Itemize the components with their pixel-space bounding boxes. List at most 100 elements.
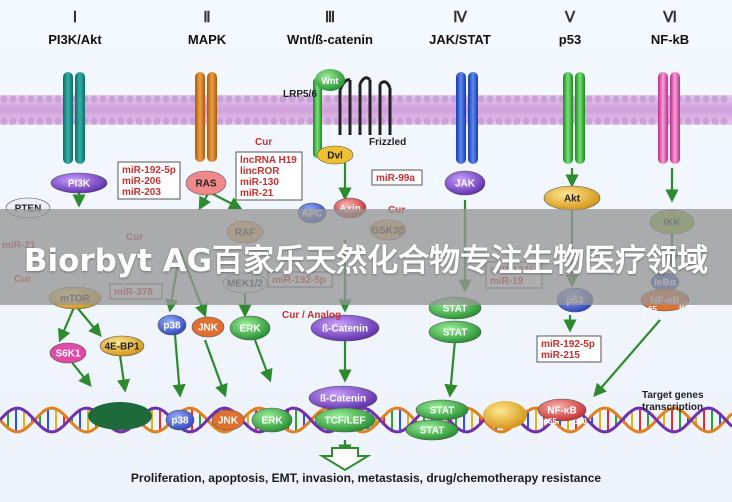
membrane-bead: [36, 117, 44, 125]
membrane-bead: [297, 95, 305, 103]
membrane-bead: [144, 95, 152, 103]
membrane-bead: [450, 117, 458, 125]
membrane-bead: [450, 95, 458, 103]
membrane-bead: [621, 117, 629, 125]
membrane-bead: [486, 95, 494, 103]
membrane-bead: [360, 117, 368, 125]
beta-catenin-dna-node: ß-Catenin: [308, 385, 378, 411]
receptor-jak-stat: [456, 72, 478, 164]
mirna-label: miR-206: [122, 176, 161, 187]
membrane-bead: [522, 95, 530, 103]
membrane-bead: [135, 117, 143, 125]
dna-complex-blob: [483, 401, 527, 429]
pathway-number: Ⅲ: [325, 9, 335, 26]
node-label: ERK: [239, 324, 261, 335]
node-label: NF-κB: [547, 406, 576, 417]
receptor-frizzled: [338, 76, 392, 135]
wnt-label: Wnt: [322, 76, 339, 86]
nfkb-dna-node: NF-κB: [537, 398, 587, 422]
node-shape: [405, 419, 459, 441]
membrane-bead: [90, 95, 98, 103]
node-label: STAT: [443, 304, 468, 315]
pathway-number: Ⅴ: [564, 9, 576, 26]
node-shape: [99, 335, 145, 357]
membrane-bead: [279, 95, 287, 103]
mirna-box-frame: [536, 335, 602, 363]
membrane-bead: [603, 95, 611, 103]
membrane-bead: [279, 117, 287, 125]
membrane-bead: [189, 117, 197, 125]
target-genes-label: Target genes transcription: [642, 390, 706, 413]
membrane-bead: [540, 117, 548, 125]
membrane-bead: [270, 117, 278, 125]
membrane-bead: [477, 95, 485, 103]
watermark-text: Biorbyt AG百家乐天然化合物专注生物医疗领域: [23, 242, 709, 279]
membrane-bead: [117, 117, 125, 125]
node-shape: [229, 315, 271, 341]
membrane-bead: [306, 117, 314, 125]
membrane-bead: [423, 95, 431, 103]
node-shape: [49, 342, 87, 364]
membrane-bead: [225, 117, 233, 125]
pathway-name: PI3K/Akt: [48, 32, 102, 47]
receptor-pi3k-akt: [63, 72, 85, 164]
node-label: p38: [171, 416, 189, 427]
membrane-bead: [342, 95, 350, 103]
lrp-label: LRP5/6: [283, 89, 317, 100]
membrane-bead: [711, 117, 719, 125]
node-label: STAT: [420, 426, 445, 437]
membrane-bead: [342, 117, 350, 125]
membrane-bead: [693, 95, 701, 103]
pathway-number: Ⅵ: [662, 9, 677, 26]
membrane-bead: [477, 117, 485, 125]
membrane-bead: [180, 117, 188, 125]
node-label: TCF/LEF: [324, 416, 365, 427]
akt-node: Akt: [543, 185, 601, 211]
membrane-bead: [135, 95, 143, 103]
membrane-bead: [513, 95, 521, 103]
membrane-bead: [423, 117, 431, 125]
pathway-name: JAK/STAT: [429, 32, 491, 47]
mirna-label: lincROR: [240, 166, 280, 177]
membrane-bead: [630, 117, 638, 125]
receptor-nf-kb: [658, 72, 680, 164]
target-genes-line-1: Target genes: [642, 390, 704, 401]
p38-dna-node: p38: [165, 409, 195, 431]
node-label: STAT: [443, 328, 468, 339]
membrane-bead: [504, 95, 512, 103]
node-shape: [316, 145, 354, 165]
membrane-bead: [54, 95, 62, 103]
membrane-bead: [594, 95, 602, 103]
receptor-lrp: [313, 78, 322, 158]
membrane-bead: [540, 95, 548, 103]
node-label: Dvl: [327, 151, 343, 162]
membrane-bead: [9, 95, 17, 103]
mirna-label: miR-130: [240, 177, 279, 188]
membrane-bead: [216, 95, 224, 103]
membrane-bead: [504, 117, 512, 125]
membrane-bead: [108, 117, 116, 125]
membrane-bead: [261, 95, 269, 103]
membrane-bead: [261, 117, 269, 125]
membrane-bead: [162, 95, 170, 103]
membrane-bead: [549, 95, 557, 103]
membrane-bead: [225, 95, 233, 103]
mirna-label: miR-192-5p: [541, 339, 595, 350]
membrane-bead: [288, 95, 296, 103]
membrane-bead: [684, 95, 692, 103]
node-label: JNK: [198, 323, 219, 334]
subunit-label: p50: [679, 301, 693, 310]
ras-node: RAS: [185, 170, 227, 196]
receptor-mapk: [195, 72, 217, 162]
membrane-bead: [108, 95, 116, 103]
membrane-bead: [144, 117, 152, 125]
node-shape: [310, 314, 380, 342]
membrane-bead: [441, 95, 449, 103]
membrane-bead: [405, 117, 413, 125]
frizzled-label: Frizzled: [369, 137, 406, 148]
node-shape: [444, 170, 486, 196]
node-label: JNK: [218, 416, 239, 427]
pathway-number: Ⅳ: [453, 9, 468, 26]
target-genes-line-2: transcription: [642, 402, 703, 413]
